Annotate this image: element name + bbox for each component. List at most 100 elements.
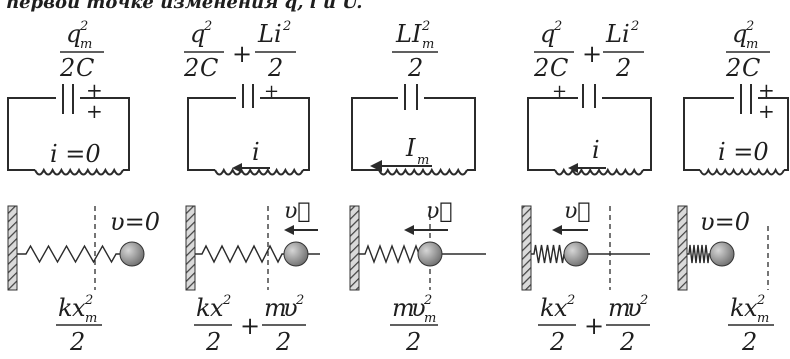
stage-1-bottom-energy: k x 2 m 2	[56, 293, 102, 356]
q-symbol: q	[66, 20, 81, 48]
k-symbol: k	[58, 294, 73, 322]
spring	[687, 244, 710, 264]
two-denominator: 2	[725, 54, 741, 82]
plus-sign: +	[584, 312, 604, 340]
c-symbol: C	[550, 54, 568, 82]
k-symbol: k	[730, 294, 745, 322]
v-symbol: υ	[627, 294, 642, 322]
power-2: 2	[79, 19, 88, 34]
wall	[349, 205, 360, 291]
two-denominator: 2	[69, 328, 85, 356]
m-symbol: m	[608, 294, 631, 322]
x-symbol: x	[72, 294, 86, 322]
stage-2-bottom-energy: k x 2 2 + m υ 2 2	[194, 293, 306, 356]
stage-3: L I 2 m 2 I m υ⃗	[349, 19, 486, 356]
plus-sign: +	[86, 78, 103, 102]
x-symbol: x	[744, 294, 758, 322]
ball	[417, 241, 443, 267]
two-denominator: 2	[183, 54, 199, 82]
l-symbol: L	[395, 20, 412, 48]
two-denominator: 2	[407, 54, 423, 82]
stage-4-spring-system: υ⃗	[521, 199, 650, 291]
plus-sign: +	[758, 99, 775, 123]
subscript-m: m	[417, 153, 429, 168]
ball	[709, 241, 735, 267]
v-symbol: υ	[411, 294, 426, 322]
inductor-coil	[214, 167, 304, 176]
caption-fragment: первой точке изменения q, i и U.	[6, 0, 363, 13]
stage-3-spring-system: υ⃗	[349, 199, 486, 291]
current-arrow-head	[232, 163, 242, 173]
velocity-arrow-head	[284, 225, 294, 235]
velocity-label: υ⃗	[426, 199, 453, 224]
stage-3-bottom-energy: m υ 2 m 2	[390, 293, 438, 356]
power-2: 2	[423, 293, 432, 308]
two-denominator: 2	[267, 54, 283, 82]
plus-sign: +	[264, 81, 279, 102]
current-arrow-head	[568, 163, 578, 173]
power-2: 2	[295, 293, 304, 308]
two-denominator: 2	[619, 328, 635, 356]
velocity-label: υ⃗	[284, 199, 311, 224]
wall	[185, 205, 196, 291]
stage-2-circuit: + i	[187, 81, 310, 176]
subscript-m: m	[757, 311, 769, 326]
two-denominator: 2	[205, 328, 221, 356]
q-symbol: q	[190, 20, 205, 48]
spring	[531, 244, 565, 264]
two-denominator: 2	[549, 328, 565, 356]
inductor-coil	[699, 167, 785, 176]
wall	[677, 205, 688, 291]
current-label: i	[592, 136, 600, 164]
plus-sign: +	[582, 40, 602, 68]
ball	[283, 241, 309, 267]
stage-4-bottom-energy: k x 2 2 + m υ 2 2	[538, 293, 650, 356]
current-symbol: I	[411, 20, 422, 48]
i-symbol: i	[622, 20, 630, 48]
stage-5-bottom-energy: k x 2 m 2	[728, 293, 774, 356]
stage-1-top-energy: q 2 m 2 C	[59, 19, 104, 82]
subscript-m: m	[422, 37, 434, 52]
stage-2-spring-system: υ⃗	[185, 199, 320, 291]
q-symbol: q	[732, 20, 747, 48]
stage-4: q 2 2 C + L i 2 2 + i	[521, 19, 652, 356]
stage-4-circuit: + i	[527, 81, 652, 176]
x-symbol: x	[210, 294, 224, 322]
stage-1: q 2 m 2 C + + i =0 υ=0 k x 2	[7, 19, 160, 356]
power-2: 2	[222, 293, 231, 308]
power-2: 2	[745, 19, 754, 34]
spring	[359, 244, 427, 264]
power-2: 2	[756, 293, 765, 308]
current-label: i	[252, 138, 260, 166]
plus-sign: +	[552, 81, 567, 102]
power-2: 2	[553, 19, 562, 34]
wall	[521, 205, 532, 291]
power-2: 2	[203, 19, 212, 34]
velocity-arrow-head	[404, 225, 414, 235]
x-symbol: x	[554, 294, 568, 322]
stage-5-top-energy: q 2 m 2 C	[725, 19, 770, 82]
power-2: 2	[566, 293, 575, 308]
velocity-label: υ=0	[700, 208, 750, 236]
v-symbol: υ	[283, 294, 298, 322]
stage-5-circuit: + + i =0	[683, 78, 789, 176]
spring	[17, 244, 122, 264]
m-symbol: m	[392, 294, 415, 322]
two-denominator: 2	[275, 328, 291, 356]
velocity-arrow-head	[552, 225, 562, 235]
power-2: 2	[84, 293, 93, 308]
plus-sign: +	[758, 78, 775, 102]
c-symbol: C	[742, 54, 760, 82]
inductor-coil	[34, 167, 124, 176]
wall	[7, 205, 18, 291]
power-2: 2	[630, 19, 639, 34]
c-symbol: C	[200, 54, 218, 82]
two-denominator: 2	[59, 54, 75, 82]
power-2: 2	[639, 293, 648, 308]
stage-4-top-energy: q 2 2 C + L i 2 2	[533, 19, 644, 82]
stage-3-top-energy: L I 2 m 2	[392, 19, 438, 82]
current-label: I	[405, 134, 416, 162]
ball	[119, 241, 145, 267]
k-symbol: k	[196, 294, 211, 322]
